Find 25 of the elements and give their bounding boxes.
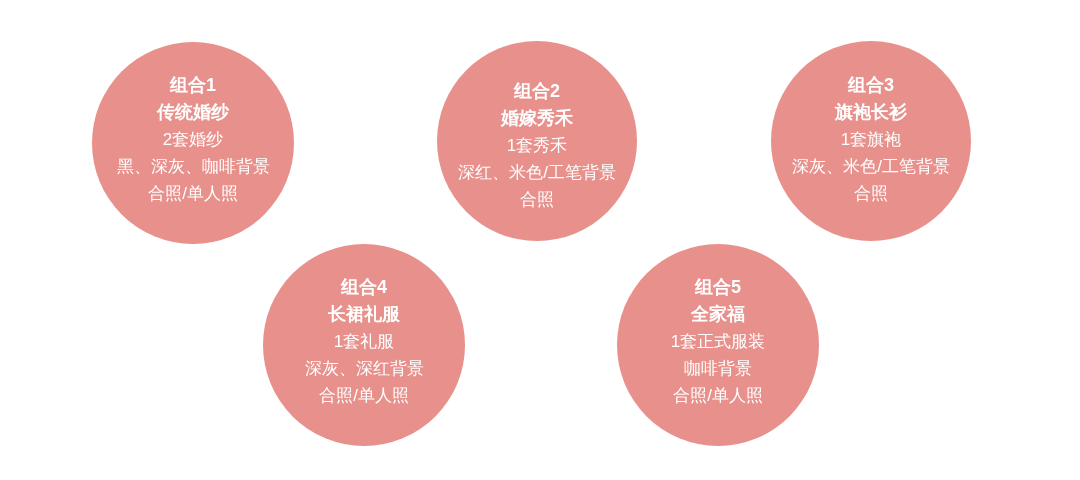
photo-type-text: 合照/单人照 [673,384,763,406]
package-number: 组合1 [170,74,216,96]
photo-type-text: 合照/单人照 [319,384,409,406]
outfit-text: 1套秀禾 [506,134,568,156]
package-number: 组合2 [514,80,560,102]
package-number: 组合4 [341,276,387,298]
photo-type-text: 合照/单人照 [148,182,238,204]
background-text: 咖啡背景 [684,357,752,379]
background-text: 深灰、深红背景 [304,357,424,379]
outfit-text: 1套旗袍 [840,128,902,150]
package-title: 传统婚纱 [157,101,229,123]
outfit-text: 1套正式服装 [670,330,766,352]
package-title: 长裙礼服 [328,303,400,325]
background-text: 深灰、米色/工笔背景 [792,155,950,177]
package-number: 组合3 [848,74,894,96]
photo-type-text: 合照 [854,182,888,204]
background-text: 深红、米色/工笔背景 [458,161,616,183]
photo-type-text: 合照 [520,188,554,210]
package-title: 全家福 [691,303,745,325]
package-title: 婚嫁秀禾 [501,107,573,129]
outfit-text: 2套婚纱 [162,128,224,150]
outfit-text: 1套礼服 [333,330,395,352]
package-number: 组合5 [695,276,741,298]
background-text: 黑、深灰、咖啡背景 [116,155,270,177]
package-title: 旗袍长衫 [835,101,907,123]
